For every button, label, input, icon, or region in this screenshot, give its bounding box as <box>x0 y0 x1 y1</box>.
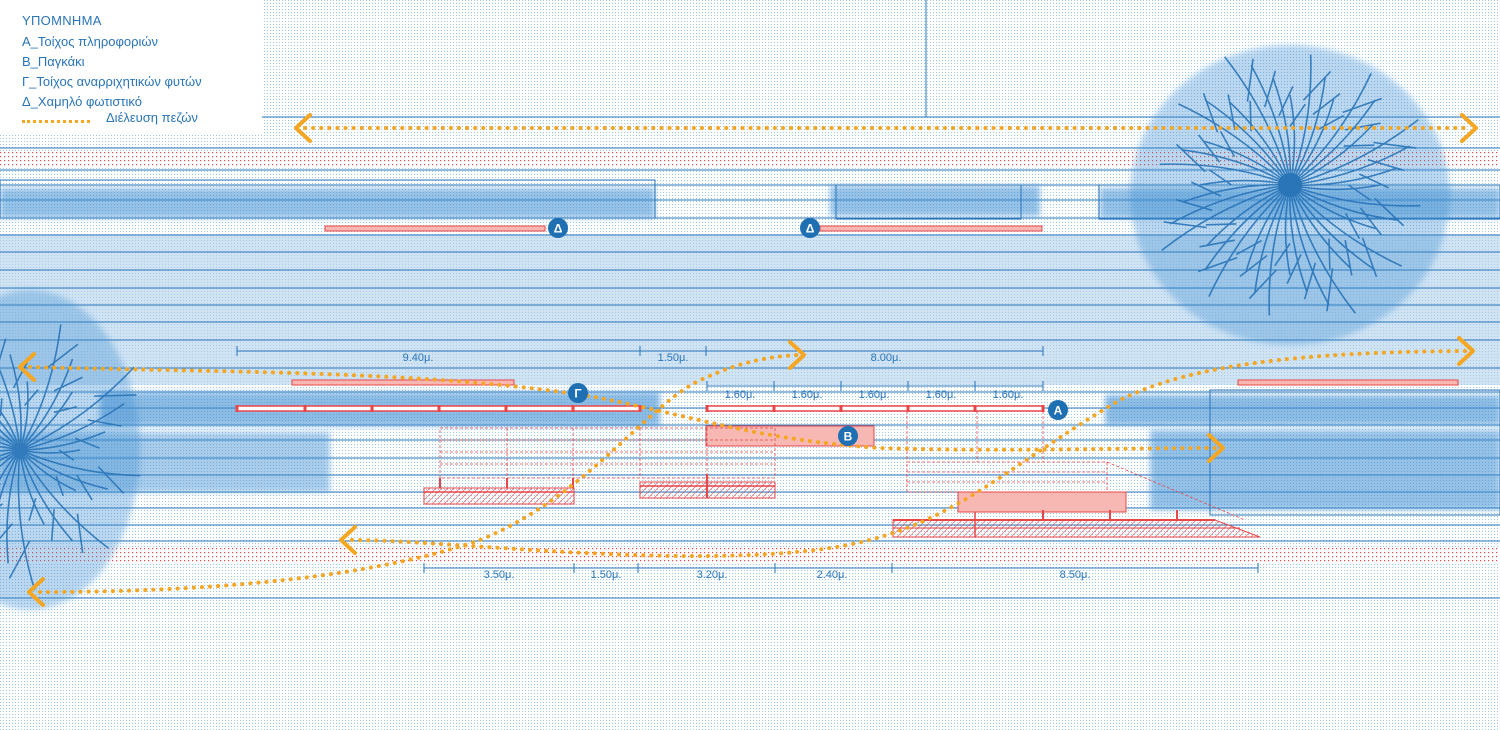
path-arrowheads <box>18 113 1478 607</box>
arrowhead-bottom-left <box>27 577 45 607</box>
dim-module-5: 1.60μ. <box>993 389 1024 401</box>
elevation-left-furniture <box>423 478 575 505</box>
legend-item-info-wall: Α_Τοίχος πληροφοριών <box>22 34 159 49</box>
elevation-middle-furniture <box>639 474 776 499</box>
dim-bottom-5: 8.50μ. <box>1060 569 1091 581</box>
legend-title: ΥΠΟΜΝΗΜΑ <box>22 13 102 28</box>
info-wall <box>705 405 1045 412</box>
tree-right <box>1130 45 1450 345</box>
lighting-bar-right <box>1237 379 1459 386</box>
marker-a: Α <box>1048 400 1068 420</box>
marker-d1-label: Δ <box>554 222 563 236</box>
dim-module-2: 1.60μ. <box>792 389 823 401</box>
dimension-lines <box>236 346 1259 573</box>
pedestrian-paths <box>28 126 1467 594</box>
lighting-bar-middle <box>819 225 1043 232</box>
legend: ΥΠΟΜΝΗΜΑ Α_Τοίχος πληροφοριών Β_Παγκάκι … <box>0 0 262 134</box>
legend-item-climbing-wall: Γ_Τοίχος αναρριχητικών φυτών <box>22 74 202 89</box>
planting-middle-right <box>1105 389 1500 516</box>
elevation-right-furniture <box>892 491 1261 538</box>
path-bottom-left <box>38 353 802 594</box>
planting-top-middle <box>830 184 1040 220</box>
lighting-bar-left-lower <box>291 379 515 386</box>
tree-left <box>0 290 141 610</box>
lighting-bar-left <box>324 225 546 232</box>
marker-d1: Δ <box>548 218 568 238</box>
legend-item-low-light: Δ_Χαμηλό φωτιστικό <box>22 94 143 109</box>
arrowhead-top-right <box>1460 113 1478 143</box>
marker-d2: Δ <box>800 218 820 238</box>
dim-bottom-2: 1.50μ. <box>591 569 622 581</box>
dim-top-3: 8.00μ. <box>871 352 902 364</box>
arrowhead-right-mid <box>1457 336 1475 366</box>
legend-walk-label: Διέλευση πεζών <box>106 110 198 125</box>
marker-b-label: Β <box>844 430 853 444</box>
planting-top-left <box>0 179 656 219</box>
marker-a-label: Α <box>1054 404 1063 418</box>
marker-d2-label: Δ <box>806 222 815 236</box>
arrowhead-left-lower <box>339 525 357 555</box>
dim-top-2: 1.50μ. <box>658 352 689 364</box>
dim-bottom-3: 3.20μ. <box>697 569 728 581</box>
legend-walk-swatch <box>22 120 90 123</box>
dim-module-3: 1.60μ. <box>859 389 890 401</box>
dim-module-4: 1.60μ. <box>926 389 957 401</box>
red-strip-top <box>0 152 1500 166</box>
legend-item-bench: Β_Παγκάκι <box>22 54 85 69</box>
dim-bottom-1: 3.50μ. <box>484 569 515 581</box>
marker-g: Γ <box>568 383 588 403</box>
dim-top-1: 9.40μ. <box>403 352 434 364</box>
dim-bottom-4: 2.40μ. <box>817 569 848 581</box>
dimension-labels: 9.40μ. 1.50μ. 8.00μ. 1.60μ. 1.60μ. 1.60μ… <box>403 352 1091 581</box>
arrowhead-top-left <box>294 113 312 143</box>
arrowhead-center <box>788 340 806 370</box>
path-right-to-left <box>348 349 1467 559</box>
dim-module-1: 1.60μ. <box>725 389 756 401</box>
climbing-wall <box>235 405 642 412</box>
marker-g-label: Γ <box>574 387 582 401</box>
bench <box>705 425 875 447</box>
arrowhead-right-lower <box>1207 433 1225 463</box>
arrowhead-left-mid <box>18 352 36 382</box>
marker-b: Β <box>838 426 858 446</box>
